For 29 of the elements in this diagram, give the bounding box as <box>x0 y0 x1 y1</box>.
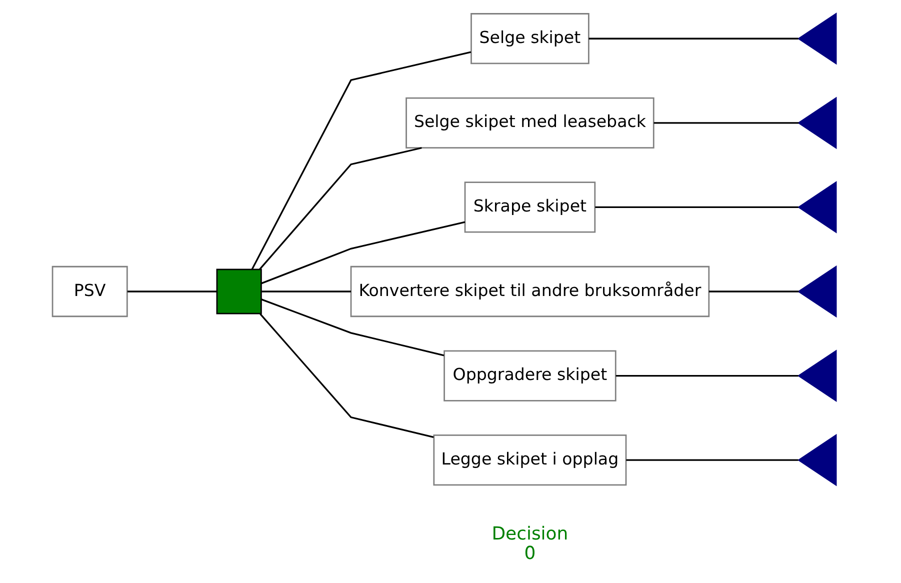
connector <box>260 313 434 438</box>
connector <box>260 298 444 356</box>
node-box: Konvertere skipet til andre bruksområder <box>350 266 710 318</box>
connector <box>626 459 798 461</box>
connector <box>595 206 798 208</box>
connector <box>260 221 466 284</box>
connector <box>654 122 799 124</box>
label: Decision <box>492 523 568 544</box>
connector <box>251 51 472 270</box>
connector <box>708 290 799 292</box>
connector <box>259 147 422 270</box>
node-box: Oppgradere skipet <box>444 350 616 402</box>
label: 0 <box>524 542 536 564</box>
node-triangle <box>797 12 837 65</box>
node-box: Legge skipet i opplag <box>433 434 627 486</box>
connector <box>262 290 351 292</box>
node-box: Skrape skipet <box>464 182 596 233</box>
node-triangle <box>797 265 837 318</box>
node-box: PSV <box>52 266 128 318</box>
node-box: Selge skipet med leaseback <box>406 97 654 148</box>
node-triangle <box>797 350 837 402</box>
node-triangle <box>797 96 837 150</box>
node-box: Selge skipet <box>470 13 590 64</box>
node-triangle <box>797 434 837 486</box>
node-triangle <box>797 181 837 234</box>
connector <box>588 38 798 40</box>
node-box <box>216 268 262 314</box>
connector <box>616 374 798 377</box>
connector <box>127 290 217 292</box>
